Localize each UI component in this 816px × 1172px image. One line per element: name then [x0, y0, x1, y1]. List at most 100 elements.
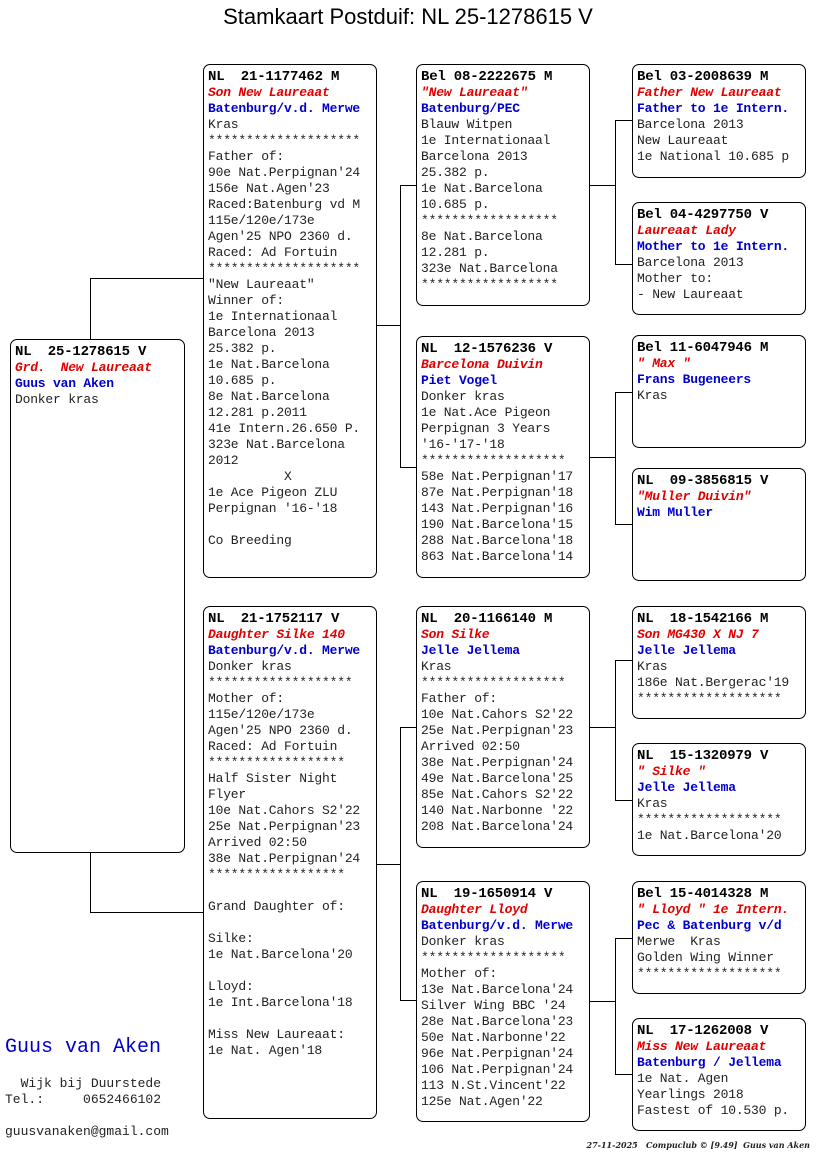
connector-line — [590, 457, 616, 458]
info-line: 12.281 p.2011 — [208, 405, 307, 420]
info-line — [208, 883, 376, 899]
info-line: 115e/120e/173e — [208, 213, 315, 228]
info-line: 8e Nat.Barcelona — [421, 229, 543, 244]
info-line: 186e Nat.Bergerac'19 — [637, 675, 790, 690]
ring-number: NL 21-1177462 M — [208, 69, 340, 85]
info-line: Mother of: — [421, 966, 498, 981]
connector-line — [590, 1001, 616, 1002]
connector-line — [615, 120, 632, 121]
connector-line — [90, 852, 91, 913]
info-line: 1e Nat.Ace Pigeon — [421, 405, 551, 420]
info-line: Golden Wing Winner — [637, 950, 774, 965]
info-line: ******************* — [637, 966, 782, 981]
info-line: 2012 — [208, 453, 239, 468]
info-line: 49e Nat.Barcelona'25 — [421, 771, 574, 786]
info-line: 208 Nat.Barcelona'24 — [421, 819, 574, 834]
connector-line — [615, 524, 632, 525]
breeder-name: Frans Bugeneers — [637, 372, 752, 387]
pigeon-card-gg-4: NL 09-3856815 V"Muller Duivin"Wim Muller — [632, 468, 806, 581]
info-line: Perpignan '16-'18 — [208, 501, 338, 516]
info-line: 96e Nat.Perpignan'24 — [421, 1046, 574, 1061]
breeder-name: Mother to 1e Intern. — [637, 239, 790, 254]
info-line: ****************** — [421, 213, 558, 228]
info-line: Agen'25 NPO 2360 d. — [208, 723, 353, 738]
info-line: Grand Daughter of: — [208, 899, 345, 914]
info-line: X — [208, 469, 292, 484]
info-line: Mother of: — [208, 691, 285, 706]
info-line: Lloyd: — [208, 979, 254, 994]
info-line: ****************** — [208, 755, 345, 770]
info-line: Donker kras — [421, 934, 505, 949]
info-line: 288 Nat.Barcelona'18 — [421, 533, 574, 548]
connector-line — [400, 467, 416, 468]
connector-line — [615, 264, 632, 265]
breeder-name: Batenburg/PEC — [421, 101, 520, 116]
info-line: ******************* — [421, 675, 566, 690]
ring-number: NL 21-1752117 V — [208, 611, 340, 627]
ring-number: NL 17-1262008 V — [637, 1023, 769, 1039]
info-line: 1e Nat.Barcelona — [421, 181, 543, 196]
info-line: 1e Nat.Barcelona'20 — [637, 828, 782, 843]
pigeon-name: Laureaat Lady — [637, 223, 736, 238]
info-line: Fastest of 10.530 p. — [637, 1103, 790, 1118]
pigeon-name: Grd. New Laureaat — [15, 360, 152, 375]
info-line: Barcelona 2013 — [208, 325, 315, 340]
owner-location: Wijk bij Duurstede — [5, 1076, 162, 1091]
connector-line — [615, 660, 616, 800]
info-line: 1e Nat.Barcelona'20 — [208, 947, 353, 962]
pigeon-name: Miss New Laureaat — [637, 1039, 767, 1054]
info-line: New Laureaat — [637, 133, 729, 148]
connector-line — [615, 938, 616, 1074]
pigeon-name: Son Silke — [421, 627, 490, 642]
connector-line — [615, 1074, 632, 1075]
info-line: 863 Nat.Barcelona'14 — [421, 549, 574, 564]
connector-line — [90, 278, 91, 339]
info-line: 58e Nat.Perpignan'17 — [421, 469, 574, 484]
info-line: 90e Nat.Perpignan'24 — [208, 165, 361, 180]
info-line: Perpignan 3 Years — [421, 421, 551, 436]
breeder-name: Batenburg/v.d. Merwe — [421, 918, 574, 933]
info-line: 1e Internationaal — [208, 309, 338, 324]
connector-line — [615, 392, 616, 525]
info-line: ******************* — [421, 950, 566, 965]
info-line: '16-'17-'18 — [421, 437, 505, 452]
info-line: Father of: — [421, 691, 498, 706]
info-line: 1e Int.Barcelona'18 — [208, 995, 353, 1010]
info-line: 10e Nat.Cahors S2'22 — [421, 707, 574, 722]
connector-line — [615, 392, 632, 393]
breeder-name: Wim Muller — [637, 505, 714, 520]
info-line: Yearlings 2018 — [637, 1087, 744, 1102]
info-line: 25.382 p. — [421, 165, 490, 180]
info-line: 85e Nat.Cahors S2'22 — [421, 787, 574, 802]
ring-number: NL 15-1320979 V — [637, 748, 769, 764]
info-line: Flyer — [208, 787, 247, 802]
info-line: Arrived 02:50 — [421, 739, 520, 754]
ring-number: Bel 11-6047946 M — [637, 340, 769, 356]
info-line — [208, 963, 376, 979]
info-line: ******************* — [208, 675, 353, 690]
info-line: 106 Nat.Perpignan'24 — [421, 1062, 574, 1077]
breeder-name: Jelle Jellema — [421, 643, 520, 658]
info-line: Donker kras — [15, 392, 99, 407]
connector-line — [590, 727, 616, 728]
info-line: 125e Nat.Agen'22 — [421, 1094, 543, 1109]
info-line: 115e/120e/173e — [208, 707, 315, 722]
info-line: Kras — [637, 659, 668, 674]
info-line: Mother to: — [637, 271, 714, 286]
info-line: 1e Ace Pigeon ZLU — [208, 485, 338, 500]
connector-line — [615, 120, 616, 265]
info-line: 38e Nat.Perpignan'24 — [208, 851, 361, 866]
info-line: 113 N.St.Vincent'22 — [421, 1078, 566, 1093]
pigeon-name: "New Laureaat" — [421, 85, 528, 100]
ring-number: NL 12-1576236 V — [421, 341, 553, 357]
info-line: 10e Nat.Cahors S2'22 — [208, 803, 361, 818]
info-line: ******************* — [421, 453, 566, 468]
ring-number: NL 25-1278615 V — [15, 344, 147, 360]
owner-email: guusvanaken@gmail.com — [5, 1124, 169, 1139]
owner-name: Guus van Aken — [5, 1036, 162, 1059]
pigeon-card-gg-7: Bel 15-4014328 M" Lloyd " 1e Intern.Pec … — [632, 881, 806, 994]
